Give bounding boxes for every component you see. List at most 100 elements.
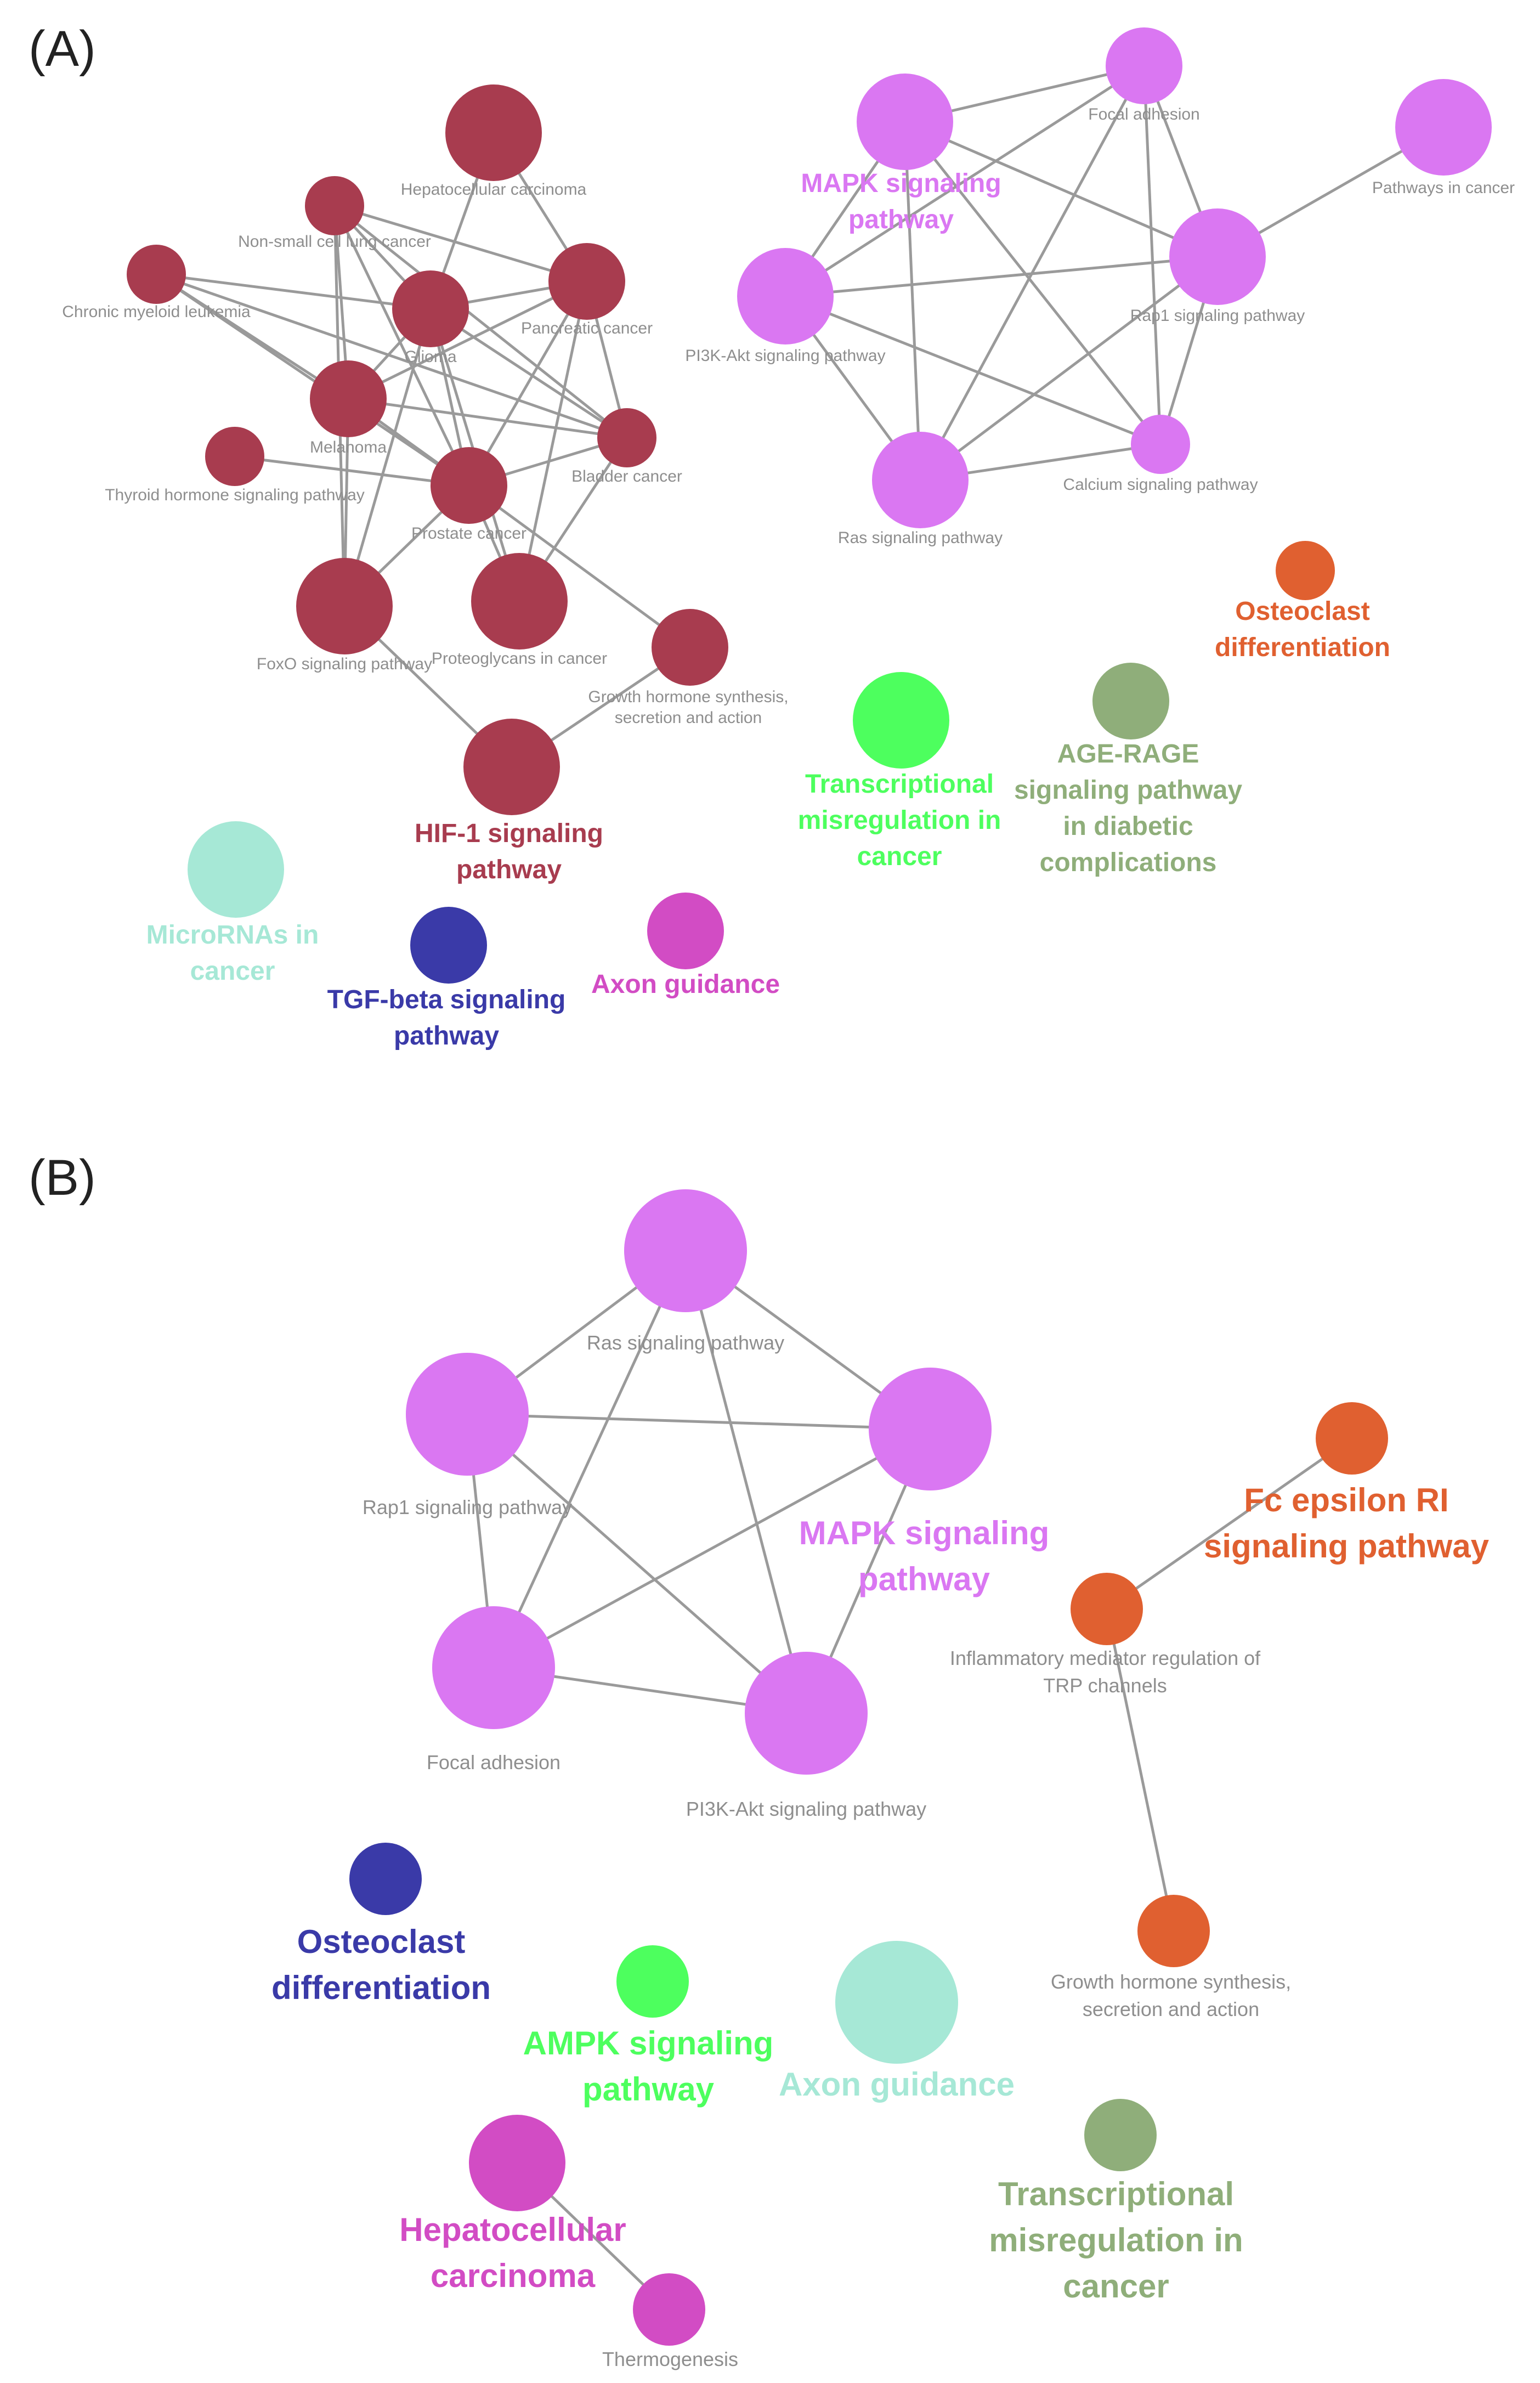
- edge-pancreatic-proteoglycans: [518, 281, 588, 602]
- edge-fc-inflam: [1106, 1437, 1353, 1611]
- node-label-pi3k: PI3K-Akt signaling pathway: [686, 1798, 926, 1820]
- node-label-fc: Fc epsilon RI signaling pathway: [1204, 1482, 1490, 1565]
- node-label-line: carcinoma: [431, 2257, 596, 2294]
- edge-rap1-pi3k: [466, 1413, 807, 1714]
- edge-mapk-calcium: [904, 121, 1162, 445]
- node-prostate: [431, 447, 507, 524]
- edge-mapk-ras: [903, 121, 922, 481]
- node-label-line: Ras signaling pathway: [587, 1331, 784, 1354]
- node-label-hcc: Hepatocellular carcinoma: [401, 180, 587, 199]
- node-label-line: Osteoclast: [297, 1923, 466, 1960]
- edge-glioma-foxo: [343, 308, 432, 607]
- node-label-line: Growth hormone synthesis,: [1051, 1970, 1291, 1993]
- node-mirna: [188, 821, 284, 918]
- node-label-line: AMPK signaling: [523, 2025, 774, 2062]
- node-label-gh: Growth hormone synthesis,secretion and a…: [588, 688, 788, 727]
- node-osteo: [1276, 541, 1335, 600]
- node-transcr: [853, 672, 949, 769]
- node-label-line: Thyroid hormone signaling pathway: [105, 486, 365, 504]
- node-pi3k: [745, 1652, 868, 1775]
- node-pi3k: [737, 248, 834, 345]
- node-label-ras: Ras signaling pathway: [587, 1331, 784, 1354]
- node-label-axon: Axon guidance: [591, 970, 780, 999]
- node-label-line: Rap1 signaling pathway: [363, 1496, 572, 1518]
- node-label-line: pathway: [394, 1021, 499, 1051]
- edge-pancreatic-melanoma: [347, 280, 588, 400]
- node-label-line: signaling pathway: [1204, 1528, 1490, 1565]
- node-label-line: Rap1 signaling pathway: [1130, 307, 1305, 325]
- node-hif1: [463, 719, 560, 815]
- node-label-axon: Axon guidance: [779, 2066, 1015, 2103]
- edge-nsclc-bladder: [333, 205, 628, 439]
- node-label-line: Focal adhesion: [427, 1751, 560, 1774]
- node-label-line: MAPK signaling: [799, 1515, 1050, 1551]
- edge-mapk-rap1: [904, 120, 1218, 258]
- node-label-line: Glioma: [404, 348, 456, 366]
- node-label-line: Transcriptional: [805, 770, 994, 799]
- panel-b-label: (B): [29, 1150, 96, 1206]
- edge-focal-pi3k: [784, 64, 1145, 298]
- node-label-line: pathway: [582, 2071, 715, 2108]
- node-hcc: [469, 2115, 565, 2211]
- node-label-line: Ras signaling pathway: [838, 529, 1003, 547]
- node-label-line: Inflammatory mediator regulation of: [950, 1647, 1261, 1669]
- edge-nsclc-pancreatic: [334, 204, 587, 283]
- node-age: [1092, 663, 1169, 739]
- node-nsclc: [305, 176, 364, 235]
- node-label-line: Prostate cancer: [411, 524, 526, 543]
- node-label-focal: Focal adhesion: [1088, 105, 1199, 123]
- node-label-line: HIF-1 signaling: [415, 819, 603, 848]
- edge-cml-prostate: [155, 273, 470, 487]
- node-ras: [872, 432, 969, 528]
- node-gh: [652, 609, 728, 686]
- node-rap1: [1169, 208, 1266, 305]
- node-focal: [432, 1606, 555, 1729]
- node-label-line: complications: [1040, 848, 1217, 877]
- node-label-line: Chronic myeloid leukemia: [62, 303, 251, 321]
- node-glioma: [392, 270, 469, 347]
- node-hcc: [445, 84, 542, 181]
- node-label-line: Axon guidance: [591, 970, 780, 999]
- node-label-line: misregulation in: [798, 806, 1001, 835]
- node-label-line: Non-small cell lung cancer: [238, 233, 431, 251]
- node-label-line: cancer: [1063, 2268, 1169, 2305]
- node-inflam: [1071, 1573, 1143, 1645]
- node-label-thyroid: Thyroid hormone signaling pathway: [105, 486, 365, 504]
- edge-nsclc-prostate: [333, 205, 471, 487]
- node-label-proteoglycans: Proteoglycans in cancer: [432, 650, 607, 668]
- node-label-line: misregulation in: [989, 2222, 1243, 2258]
- node-label-line: differentiation: [1215, 633, 1390, 662]
- node-thyroid: [205, 427, 264, 486]
- node-label-prostate: Prostate cancer: [411, 524, 526, 543]
- node-label-pancreatic: Pancreatic cancer: [521, 319, 653, 337]
- node-label-nsclc: Non-small cell lung cancer: [238, 233, 431, 251]
- node-label-mapk: MAPK signaling pathway: [799, 1515, 1050, 1597]
- node-label-line: Pancreatic cancer: [521, 319, 653, 337]
- node-osteo: [349, 1843, 422, 1915]
- node-rap1: [406, 1353, 529, 1476]
- node-label-line: FoxO signaling pathway: [257, 655, 432, 673]
- edge-rap1-mapk: [467, 1413, 931, 1431]
- node-thermo: [633, 2273, 705, 2346]
- node-label-line: Melanoma: [310, 438, 387, 456]
- node-label-bladder: Bladder cancer: [571, 467, 682, 485]
- node-label-line: secretion and action: [615, 709, 762, 727]
- edge-cml-glioma: [156, 273, 431, 310]
- node-label-line: Bladder cancer: [571, 467, 682, 485]
- node-mapk: [869, 1368, 992, 1490]
- node-tgf: [410, 907, 487, 984]
- node-label-line: Hepatocellular: [399, 2211, 626, 2248]
- node-label-calcium: Calcium signaling pathway: [1063, 476, 1258, 494]
- node-label-line: Fc epsilon RI: [1244, 1482, 1448, 1518]
- panel-a-nodes: [127, 27, 1492, 984]
- node-label-focal: Focal adhesion: [427, 1751, 560, 1774]
- node-ras: [624, 1189, 747, 1312]
- node-label-line: differentiation: [271, 1969, 491, 2006]
- edge-inflam-gh: [1105, 1608, 1175, 1932]
- node-label-line: pathway: [858, 1561, 990, 1597]
